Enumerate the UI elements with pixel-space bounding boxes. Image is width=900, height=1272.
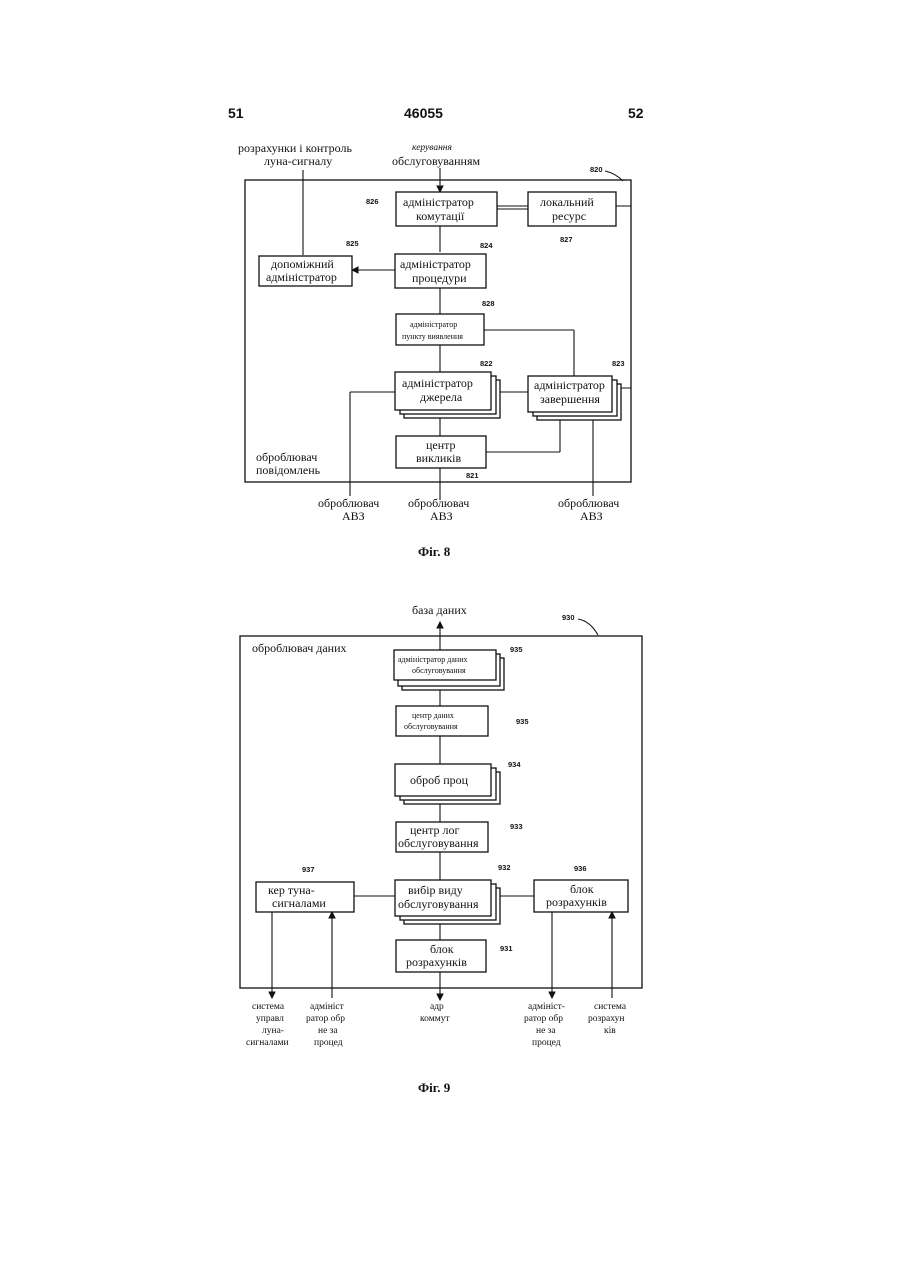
fig9-proc-processing-line1: оброб проц xyxy=(410,773,469,787)
fig8-aux-admin-ref: 825 xyxy=(346,239,359,248)
fig9-bottom-label-4-line2: ратор обр xyxy=(524,1013,563,1024)
fig9-service-data-center-ref: 935 xyxy=(516,717,529,726)
fig8-detection-admin-line2: пункту виявлення xyxy=(402,332,463,341)
fig9-bottom-label-3-line1: адр xyxy=(430,1002,444,1012)
fig8-bottom-label-right-2: АВЗ xyxy=(580,509,603,523)
fig8-caption: Фіг. 8 xyxy=(418,544,451,559)
fig8-switch-admin-line2: комутації xyxy=(416,209,465,223)
fig9-service-type-select-line2: обслуговування xyxy=(398,897,479,911)
fig8-frame-label-2: повідомлень xyxy=(256,463,321,477)
fig9-top-label: база даних xyxy=(412,603,467,617)
fig9-bottom-label-switch-address: адр коммут xyxy=(420,1002,450,1024)
fig8-switch-admin-ref: 826 xyxy=(366,197,379,206)
fig9-billing-block-line2: розрахунків xyxy=(406,955,467,969)
fig9-frame-ref: 930 xyxy=(562,613,575,622)
fig8-call-center-line2: викликів xyxy=(416,451,461,465)
fig8-top-center-label-2: обслуговуванням xyxy=(392,154,480,168)
fig9-bottom-label-5-line1: система xyxy=(594,1002,627,1012)
fig9-bottom-label-echo-system: система управл луна- сигналами xyxy=(246,1002,289,1048)
fig8-termination-admin-line2: завершення xyxy=(540,392,600,406)
fig8-switch-admin-line1: адміністратор xyxy=(403,195,474,209)
fig8-local-resource-ref: 827 xyxy=(560,235,573,244)
figure-8: розрахунки і контроль луна-сигналу керув… xyxy=(238,141,631,559)
fig9-service-data-admin-line1: адміністратор даних xyxy=(398,655,467,664)
fig9-bottom-label-1-line2: управл xyxy=(256,1014,284,1024)
fig8-aux-admin-line1: допоміжний xyxy=(271,257,334,271)
fig9-echo-control-line1: кер туна- xyxy=(268,883,315,897)
fig9-billing-block-ref: 931 xyxy=(500,944,513,953)
page-number-left: 51 xyxy=(228,105,244,121)
fig8-frame-ref: 820 xyxy=(590,165,603,174)
fig9-bottom-label-2-line1: адмініст xyxy=(310,1002,345,1012)
fig9-bottom-label-4-line1: адмініст- xyxy=(528,1002,565,1012)
fig9-service-data-center-line1: центр даних xyxy=(412,711,454,720)
fig8-source-admin-ref: 822 xyxy=(480,359,493,368)
fig9-service-data-center-line2: обслуговування xyxy=(404,722,458,731)
patent-number: 46055 xyxy=(404,105,443,121)
fig9-service-logic-center-ref: 933 xyxy=(510,822,523,831)
fig8-termination-admin-ref: 823 xyxy=(612,359,625,368)
fig9-bottom-label-5-line3: ків xyxy=(604,1026,616,1036)
fig9-proc-processing-ref: 934 xyxy=(508,760,521,769)
fig8-source-admin-line1: адміністратор xyxy=(402,376,473,390)
fig8-frame-label-1: оброблювач xyxy=(256,450,317,464)
fig8-top-left-label-1: розрахунки і контроль xyxy=(238,141,352,155)
fig8-bottom-label-center-1: оброблювач xyxy=(408,496,469,510)
fig8-termination-admin-line1: адміністратор xyxy=(534,378,605,392)
fig9-service-logic-center-line2: обслуговування xyxy=(398,836,479,850)
fig9-bottom-label-4-line3: не за xyxy=(536,1026,556,1036)
fig8-bottom-label-left-1: оброблювач xyxy=(318,496,379,510)
fig9-caption: Фіг. 9 xyxy=(418,1080,451,1095)
fig8-call-center-line1: центр xyxy=(426,438,456,452)
fig9-billing-block-right-line1: блок xyxy=(570,882,594,896)
fig8-local-resource-line2: ресурс xyxy=(552,209,586,223)
fig9-bottom-label-billing-system: система розрахун ків xyxy=(588,1002,627,1036)
fig9-bottom-label-3-line2: коммут xyxy=(420,1014,450,1024)
fig9-bottom-label-5-line2: розрахун xyxy=(588,1014,624,1024)
fig8-bottom-label-left-2: АВЗ xyxy=(342,509,365,523)
fig9-service-data-admin-ref: 935 xyxy=(510,645,523,654)
fig8-detection-admin-ref: 828 xyxy=(482,299,495,308)
fig9-bottom-label-2-line4: процед xyxy=(314,1038,343,1048)
fig9-bottom-label-2-line2: ратор обр xyxy=(306,1013,345,1024)
fig9-bottom-label-2-line3: не за xyxy=(318,1026,338,1036)
fig8-detection-admin-line1: адміністратор xyxy=(410,320,457,329)
fig9-bottom-label-admin-right: адмініст- ратор обр не за процед xyxy=(524,1002,565,1048)
fig9-bottom-label-1-line1: система xyxy=(252,1002,285,1012)
figure-9: база даних 930 оброблювач даних адмініст… xyxy=(240,603,642,1095)
fig8-top-left-label-2: луна-сигналу xyxy=(264,154,332,168)
fig9-service-type-select-line1: вибір виду xyxy=(408,883,463,897)
fig9-service-logic-center-line1: центр лог xyxy=(410,823,460,837)
fig8-top-center-label-1: керування xyxy=(412,143,452,153)
fig9-service-data-admin-line2: обслуговування xyxy=(412,666,466,675)
page-number-right: 52 xyxy=(628,105,644,121)
fig9-billing-block-right-line2: розрахунків xyxy=(546,895,607,909)
fig9-bottom-label-4-line4: процед xyxy=(532,1038,561,1048)
fig8-source-admin-line2: джерела xyxy=(420,390,463,404)
fig9-bottom-label-admin-left: адмініст ратор обр не за процед xyxy=(306,1002,345,1048)
fig8-procedure-admin-line1: адміністратор xyxy=(400,257,471,271)
fig9-billing-block-line1: блок xyxy=(430,942,454,956)
fig9-frame-label: оброблювач даних xyxy=(252,641,347,655)
fig8-procedure-admin-ref: 824 xyxy=(480,241,493,250)
fig8-aux-admin-line2: адміністратор xyxy=(266,270,337,284)
fig9-echo-control-line2: сигналами xyxy=(272,896,326,910)
fig8-call-center-ref: 821 xyxy=(466,471,479,480)
fig9-echo-control-ref: 937 xyxy=(302,865,315,874)
fig8-bottom-label-right-1: оброблювач xyxy=(558,496,619,510)
fig8-local-resource-line1: локальний xyxy=(540,195,594,209)
fig9-bottom-label-1-line3: луна- xyxy=(262,1026,284,1036)
fig8-bottom-label-center-2: АВЗ xyxy=(430,509,453,523)
fig9-billing-block-right-ref: 936 xyxy=(574,864,587,873)
fig8-procedure-admin-line2: процедури xyxy=(412,271,467,285)
fig9-bottom-label-1-line4: сигналами xyxy=(246,1038,289,1048)
fig9-service-type-select-ref: 932 xyxy=(498,863,511,872)
